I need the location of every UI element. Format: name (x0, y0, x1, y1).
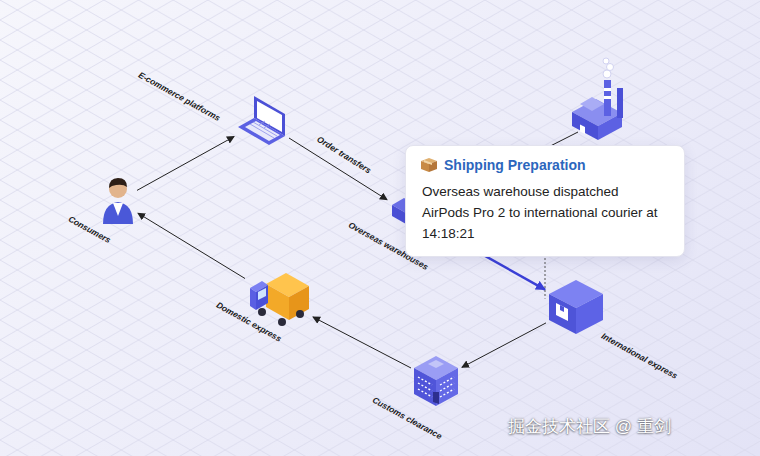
node-label: Consumers (67, 215, 112, 245)
tooltip-body: Overseas warehouse dispatched AirPods Pr… (422, 181, 668, 244)
node-label: International express (600, 332, 679, 381)
leader-connector (545, 258, 546, 299)
building-icon (414, 356, 458, 406)
node-label: E-commerce platforms (137, 71, 222, 123)
customs-node: Customs clearance (413, 355, 459, 407)
flow-arrow (313, 317, 411, 368)
truck-node: Domestic express (247, 272, 310, 326)
factory-icon (572, 58, 623, 140)
flow-arrow (138, 213, 245, 278)
laptop-icon (238, 96, 285, 145)
node-label: Customs clearance (371, 396, 443, 441)
tooltip-card: Shipping PreparationOverseas warehouse d… (405, 145, 685, 257)
courier-node: International express (548, 279, 604, 335)
person-icon (103, 178, 133, 224)
truck-icon (250, 273, 309, 326)
flow-arrow (137, 137, 234, 191)
node-label: Domestic express (215, 301, 283, 344)
cube-icon (549, 280, 603, 334)
package-icon (420, 157, 438, 173)
watermark: 掘金技术社区 @ 重剑 (508, 415, 671, 438)
edge-label: Order transfers (313, 133, 374, 177)
platform-node: E-commerce platforms (237, 96, 287, 146)
flow-arrow (462, 323, 546, 367)
tooltip-title: Shipping Preparation (444, 156, 668, 174)
consumer-node: Consumers (101, 177, 135, 225)
